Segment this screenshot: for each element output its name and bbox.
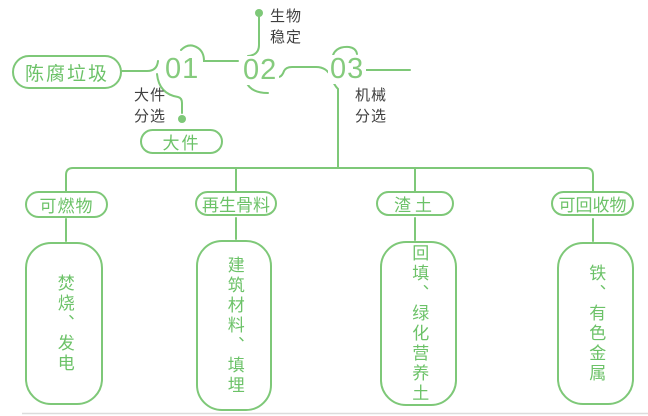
category-pill-slag-soil: 渣土 bbox=[376, 191, 454, 216]
result-text-incineration: 焚烧、发电 bbox=[54, 273, 74, 374]
line-source-to-01 bbox=[121, 60, 159, 72]
result-box-metals: 铁、有色金属 bbox=[557, 242, 634, 405]
step-number-03: 03 bbox=[328, 53, 367, 85]
result-text-backfill: 回填、绿化营养土 bbox=[409, 243, 429, 404]
bulky-item-pill: 大件 bbox=[140, 129, 223, 154]
arc-01-to-02 bbox=[180, 44, 239, 62]
label-bio-stabilization: 生物 稳定 bbox=[270, 8, 303, 46]
label-bulky-sorting: 大件 分选 bbox=[134, 87, 167, 125]
dot-01-branch bbox=[178, 115, 186, 123]
tree-horizontal bbox=[65, 167, 594, 192]
dot-02-top bbox=[255, 9, 263, 17]
stem-02-top bbox=[247, 16, 260, 57]
result-text-construction: 建筑材料、填埋 bbox=[224, 255, 244, 396]
source-node-pill: 陈腐垃圾 bbox=[12, 55, 122, 89]
category-pill-combustibles: 可燃物 bbox=[25, 191, 108, 218]
result-box-incineration: 焚烧、发电 bbox=[25, 242, 103, 405]
result-text-metals: 铁、有色金属 bbox=[586, 263, 606, 384]
label-mechanical-sorting: 机械 分选 bbox=[355, 87, 388, 125]
result-box-backfill: 回填、绿化营养土 bbox=[380, 241, 457, 406]
arc-03-top bbox=[331, 45, 358, 60]
category-pill-recyclables: 可回收物 bbox=[551, 191, 634, 216]
line-01-branch bbox=[156, 73, 183, 114]
category-pill-recycled-aggregate: 再生骨料 bbox=[195, 191, 277, 216]
step-number-01: 01 bbox=[163, 53, 202, 85]
result-box-construction: 建筑材料、填埋 bbox=[196, 240, 272, 411]
step-number-02: 02 bbox=[241, 54, 280, 86]
